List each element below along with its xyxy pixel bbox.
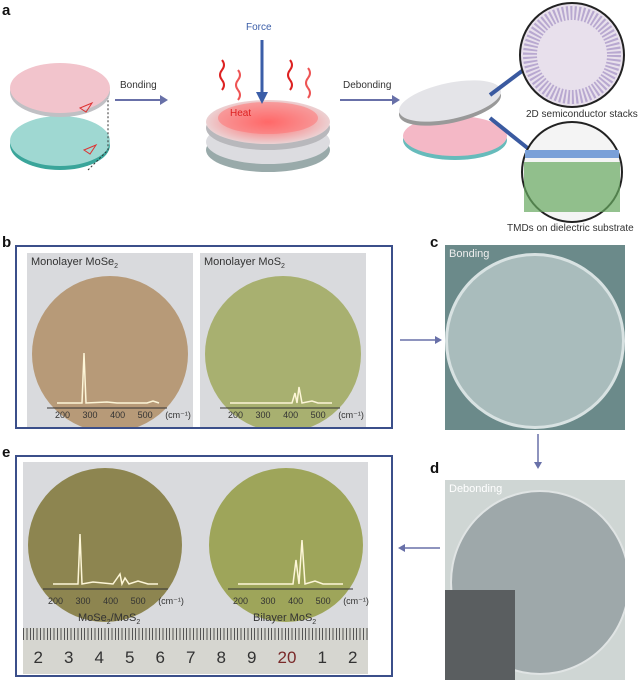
wafer-bonded-heated [206, 40, 330, 172]
bonding-photo-label: Bonding [449, 248, 490, 260]
debonding-label: Debonding [343, 80, 392, 91]
panel-label-e: e [2, 444, 11, 461]
arrow-b-to-c [400, 336, 442, 344]
panel-label-a: a [2, 2, 11, 19]
debonding-tool-inset [445, 590, 515, 680]
e-left-axis: 200 300 400 500 (cm⁻¹) [48, 596, 184, 606]
bonding-arrow [115, 95, 168, 105]
ruler-number: 7 [186, 648, 196, 667]
b-right-axis: 200 300 400 500 (cm⁻¹) [228, 410, 364, 420]
arrow-c-to-d [534, 434, 542, 469]
ruler-number: 5 [125, 648, 135, 667]
inset-2d-stacks [519, 2, 625, 108]
ruler-number: 4 [94, 648, 104, 667]
stacks-label: 2D semiconductor stacks [526, 109, 638, 120]
e-right-axis: 200 300 400 500 (cm⁻¹) [233, 596, 369, 606]
ruler-number: 6 [155, 648, 165, 667]
ruler-number: 20 [277, 648, 297, 667]
ruler-number: 8 [216, 648, 226, 667]
panel-b-frame [15, 245, 393, 429]
heterostructure-label: MoSe2/MoS2 [78, 612, 141, 627]
wafer-pair-separate [10, 63, 110, 171]
arrow-d-to-e [398, 544, 440, 552]
photo-mos2: Monolayer MoS2 [200, 253, 366, 427]
ruler-number: 2 [33, 648, 43, 667]
mose2-label: Monolayer MoSe [31, 256, 115, 268]
photo-bonding: Bonding [445, 245, 625, 430]
ruler-number: 2 [347, 648, 358, 667]
ruler: 2 3 4 5 6 7 8 9 20 1 2 [23, 628, 368, 674]
photo-mose2: Monolayer MoSe2 [27, 253, 193, 427]
mos2-label: Monolayer MoS [204, 256, 282, 268]
tmds-label: TMDs on dielectric substrate [507, 223, 634, 234]
ruler-number: 1 [317, 648, 327, 667]
photo-heterostructure: MoSe2/MoS2 Bilayer MoS2 [23, 462, 368, 640]
panel-label-b: b [2, 234, 12, 251]
panel-a-schematic [10, 2, 625, 223]
panel-e-frame [15, 455, 393, 677]
bonding-label: Bonding [120, 80, 157, 91]
force-label: Force [246, 22, 272, 33]
panel-label-c: c [430, 234, 439, 251]
bilayer-label: Bilayer MoS2 [253, 612, 317, 627]
b-left-axis: 200 300 400 500 (cm⁻¹) [55, 410, 191, 420]
ruler-number: 9 [247, 648, 257, 667]
heat-label: Heat [230, 108, 252, 119]
ruler-number: 3 [64, 648, 74, 667]
panel-label-d: d [430, 460, 440, 477]
debonding-photo-label: Debonding [449, 483, 503, 495]
wafer-debonded [398, 80, 507, 160]
inset-tmds-substrate [521, 121, 623, 223]
photo-debonding: Debonding [445, 480, 625, 680]
debonding-arrow [340, 95, 400, 105]
